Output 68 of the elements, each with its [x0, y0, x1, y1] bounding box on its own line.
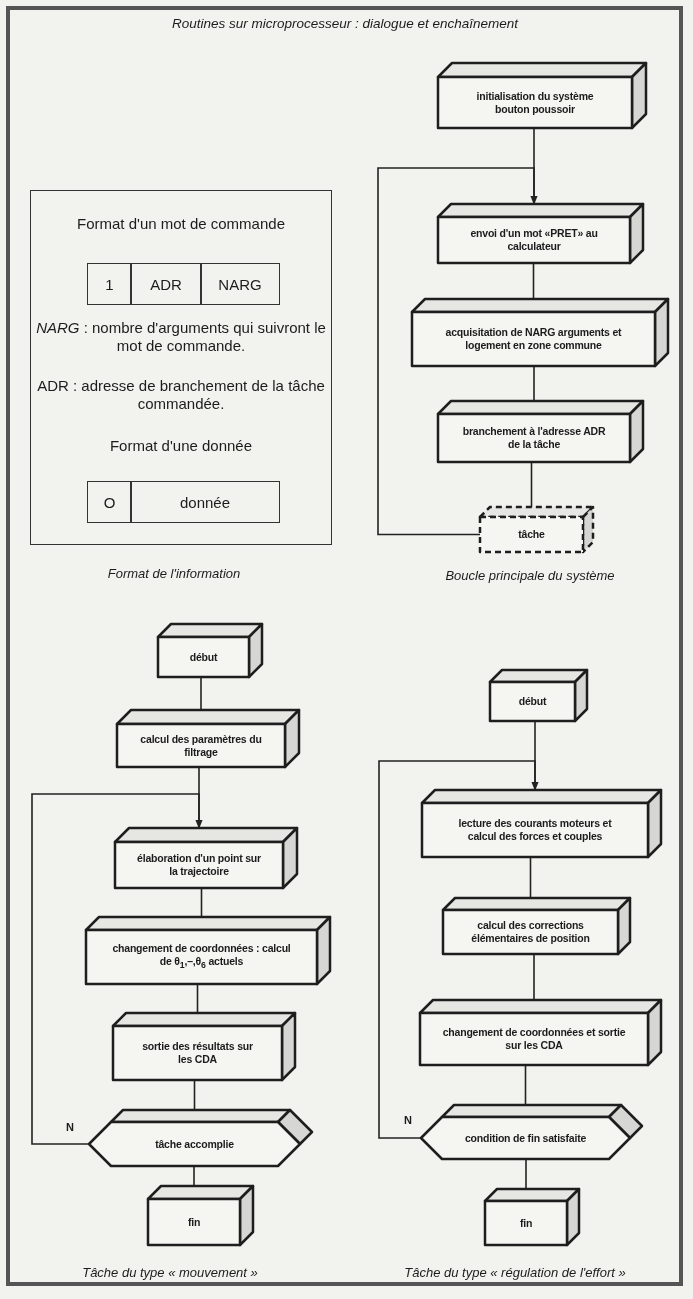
step-label: tâche: [518, 528, 545, 541]
panel-caption: Tâche du type « mouvement »: [82, 1265, 258, 1280]
decision-hexagon: [421, 1105, 642, 1159]
step-label: branchement à l'adresse ADR de la tâche: [461, 425, 607, 451]
loop-arrow: [31, 793, 203, 1145]
connector-line: [193, 1080, 196, 1111]
info-panel: [30, 190, 332, 545]
process-box: [443, 898, 630, 954]
format-field: ADR: [130, 263, 202, 305]
diagram-title: Routines sur microprocesseur : dialogue et enchaînement: [172, 16, 518, 31]
connector-line: [196, 984, 199, 1014]
format-field: donnée: [130, 481, 280, 523]
process-box: [420, 1000, 661, 1065]
process-box: [490, 670, 587, 721]
format-field: 1: [87, 263, 132, 305]
process-box: [86, 917, 330, 984]
process-box: [412, 299, 668, 366]
step-label: début: [518, 695, 547, 708]
process-box: [422, 790, 661, 857]
step-label: élaboration d'un point sur la trajectoire: [137, 852, 261, 878]
connector-line: [200, 888, 203, 918]
connector-line: [532, 263, 535, 300]
step-label: calcul des corrections élémentaires de position: [470, 919, 591, 945]
connector-line: [200, 677, 202, 711]
edge-label: N: [66, 1121, 74, 1133]
process-box: [117, 710, 299, 767]
panel-caption: Boucle principale du système: [445, 568, 615, 583]
task-box: [480, 507, 593, 552]
connector-line: [524, 1065, 527, 1106]
step-label: changement de coordonnées et sortie sur les CDA: [442, 1026, 626, 1052]
step-label: fin: [519, 1216, 533, 1230]
connector-line: [530, 462, 533, 508]
step-label: changement de coordonnées : calcul de θ$_{1}$,–,θ$_{6}$ actuels: [111, 941, 292, 973]
step-label: tâche accomplie: [155, 1137, 234, 1151]
edge-label: N: [404, 1114, 412, 1126]
step-label: fin: [187, 1215, 201, 1229]
description-text: NARG : nombre d'arguments qui suivront le mot de commande.: [36, 319, 326, 354]
process-box: [438, 401, 643, 462]
step-label: acquisitation de NARG arguments et logement en zone commune: [444, 326, 623, 352]
format-field: O: [87, 481, 132, 523]
step-label: lecture des courants moteurs et calcul des forces et couples: [457, 817, 613, 843]
process-box: [148, 1186, 253, 1245]
heading-text: Format d'une donnée: [109, 437, 253, 454]
process-box: [115, 828, 297, 888]
process-box: [485, 1189, 579, 1245]
process-box: [438, 63, 646, 128]
decision-hexagon: [89, 1110, 312, 1166]
heading-text: Format d'un mot de commande: [77, 215, 285, 232]
connector-line: [533, 366, 535, 402]
description-text: ADR : adresse de branchement de la tâche commandée.: [37, 377, 325, 412]
connector-line: [193, 1166, 195, 1187]
loop-arrow: [377, 167, 538, 536]
process-box: [113, 1013, 295, 1080]
connector-line: [533, 954, 535, 1001]
step-label: sortie des résultats sur les CDA: [141, 1040, 254, 1066]
connector-line: [525, 1159, 527, 1190]
process-box: [158, 624, 262, 677]
format-field: NARG: [200, 263, 280, 305]
panel-caption: Tâche du type « régulation de l'effort »: [404, 1265, 626, 1280]
step-label: initialisation du système bouton poussoir: [475, 89, 595, 116]
panel-caption: Format de l'information: [107, 566, 241, 581]
step-label: condition de fin satisfaite: [464, 1131, 587, 1145]
step-label: calcul des paramètres du filtrage: [139, 732, 263, 759]
process-box: [438, 204, 643, 263]
step-label: envoi d'un mot «PRET» au calculateur: [469, 227, 599, 253]
loop-arrow: [378, 760, 539, 1139]
connector-line: [529, 857, 532, 899]
step-label: début: [189, 650, 218, 664]
